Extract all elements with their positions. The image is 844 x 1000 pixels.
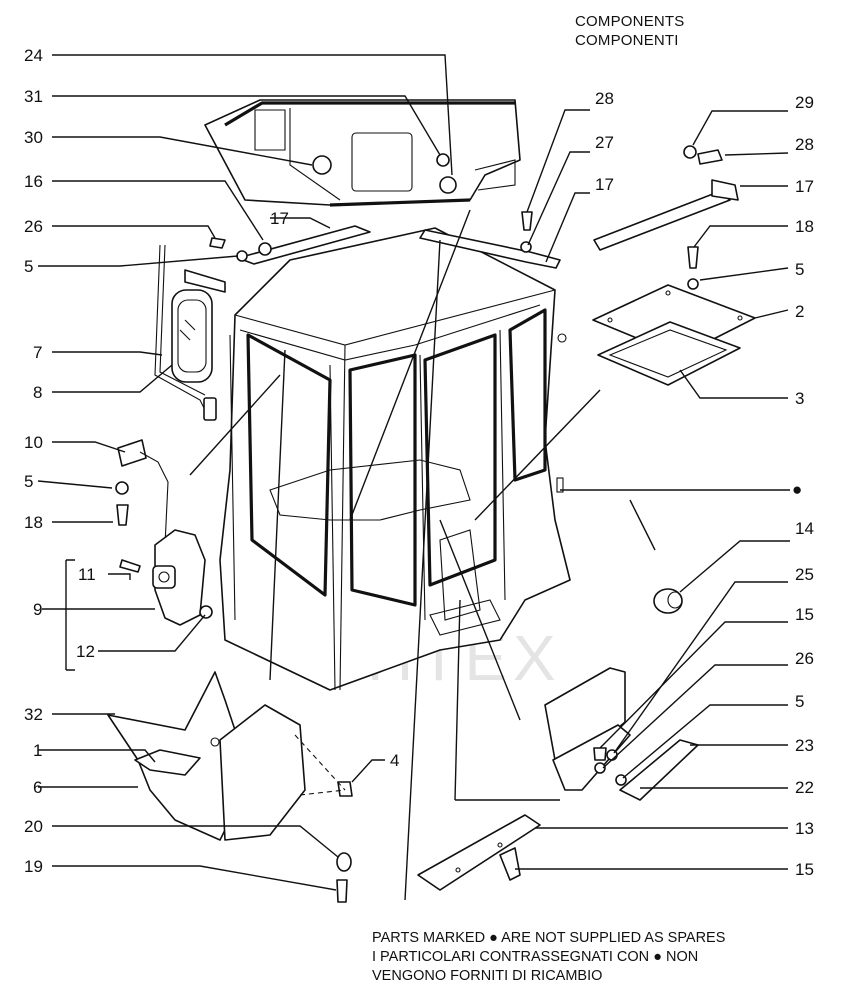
callout-3: 3 <box>795 389 804 408</box>
callout-11: 11 <box>78 565 96 584</box>
bolt-15-right <box>593 747 607 761</box>
callout-5-lower-right: 5 <box>795 692 804 711</box>
callout-15-lower: 15 <box>795 860 814 879</box>
note-line-1-start: PARTS MARKED <box>372 930 486 946</box>
nut-16 <box>258 242 272 256</box>
callout-5-right: 5 <box>795 260 804 279</box>
callout-26-right: 26 <box>795 649 814 668</box>
callout-14: 14 <box>795 519 814 538</box>
nut-5-right <box>687 278 699 290</box>
callout-18-right: 18 <box>795 217 814 236</box>
bolt-28-top <box>521 211 533 231</box>
title-italian: COMPONENTI <box>575 32 679 49</box>
mirror-assembly <box>154 244 226 421</box>
note-line-2: I PARTICOLARI CONTRASSEGNATI CON ● NON <box>372 948 725 967</box>
callout-5-left: 5 <box>24 472 33 491</box>
diagram-title: COMPONENTS COMPONENTI <box>575 12 685 50</box>
callout-23: 23 <box>795 736 814 755</box>
bolt-11 <box>119 559 141 573</box>
callout-28-top: 28 <box>595 89 614 108</box>
callout-27: 27 <box>595 133 614 152</box>
title-english: COMPONENTS <box>575 13 685 30</box>
callout-18-left: 18 <box>24 513 43 532</box>
callout-6: 6 <box>33 778 42 797</box>
grommet-24 <box>439 176 457 194</box>
bolt-4 <box>337 781 353 797</box>
bolt-28-right <box>697 149 723 165</box>
callout-8: 8 <box>33 383 42 402</box>
callout-20: 20 <box>24 817 43 836</box>
nut-12 <box>199 605 213 619</box>
note-line-1: PARTS MARKED ● ARE NOT SUPPLIED AS SPARE… <box>372 929 725 948</box>
note-bullet-2: ● <box>653 949 662 965</box>
callout-24: 24 <box>24 46 43 65</box>
nut-27 <box>520 241 532 253</box>
note-line-2-start: I PARTICOLARI CONTRASSEGNATI CON <box>372 949 650 965</box>
front-cover-panel <box>107 671 306 841</box>
callout-32: 32 <box>24 705 43 724</box>
grommet-14 <box>653 588 683 614</box>
roof-liner-panel <box>204 99 521 207</box>
callout-10: 10 <box>24 433 43 452</box>
callout-4: 4 <box>390 751 399 770</box>
callout-7: 7 <box>33 343 42 362</box>
callout-15-right: 15 <box>795 605 814 624</box>
callout-30: 30 <box>24 128 43 147</box>
callout-2: 2 <box>795 302 804 321</box>
callout-12: 12 <box>76 642 95 661</box>
grommet-30 <box>312 155 332 175</box>
nut-29 <box>683 145 697 159</box>
not-supplied-marker: ● <box>792 480 802 499</box>
grommet-31 <box>436 153 450 167</box>
spacer-20 <box>336 852 352 872</box>
callout-31: 31 <box>24 87 43 106</box>
spares-note: PARTS MARKED ● ARE NOT SUPPLIED AS SPARE… <box>372 929 725 986</box>
callout-17-top: 17 <box>270 209 289 228</box>
nut-5-upper-left <box>236 250 248 262</box>
bolt-18-left <box>116 504 129 526</box>
bolt-15-lower <box>499 847 521 881</box>
callout-17-middle: 17 <box>595 175 614 194</box>
callout-5-upper-left: 5 <box>24 257 33 276</box>
roof-hatch-seal-3 <box>597 321 741 386</box>
callout-1: 1 <box>33 741 42 760</box>
callout-13: 13 <box>795 819 814 838</box>
callout-28-right: 28 <box>795 135 814 154</box>
bolt-19 <box>336 879 348 903</box>
note-bullet-1: ● <box>489 930 498 946</box>
callout-16: 16 <box>24 172 43 191</box>
assembly-leader-lines <box>189 209 656 901</box>
note-line-1-end: ARE NOT SUPPLIED AS SPARES <box>501 930 726 946</box>
step-bracket <box>417 667 699 891</box>
callout-29: 29 <box>795 93 814 112</box>
cab-frame <box>219 227 571 691</box>
nut-26-right <box>594 762 606 774</box>
handrail-17 <box>237 179 739 269</box>
dashed-assembly-line <box>294 734 346 796</box>
bolt-18-right <box>687 246 699 269</box>
callout-22: 22 <box>795 778 814 797</box>
bolt-26-left <box>209 237 226 249</box>
callout-26-left: 26 <box>24 217 43 236</box>
nut-5-left <box>115 481 129 495</box>
mirror-assembly-lower <box>117 439 206 626</box>
note-line-2-end: NON <box>665 949 699 965</box>
callout-leaders <box>37 54 790 891</box>
callout-17-right: 17 <box>795 177 814 196</box>
callout-9: 9 <box>33 600 42 619</box>
callout-numbers: 24 31 30 16 26 17 5 7 8 10 5 18 11 9 12 … <box>24 46 814 879</box>
callout-19: 19 <box>24 857 43 876</box>
note-line-3: VENGONO FORNITI DI RICAMBIO <box>372 968 603 984</box>
callout-25: 25 <box>795 565 814 584</box>
